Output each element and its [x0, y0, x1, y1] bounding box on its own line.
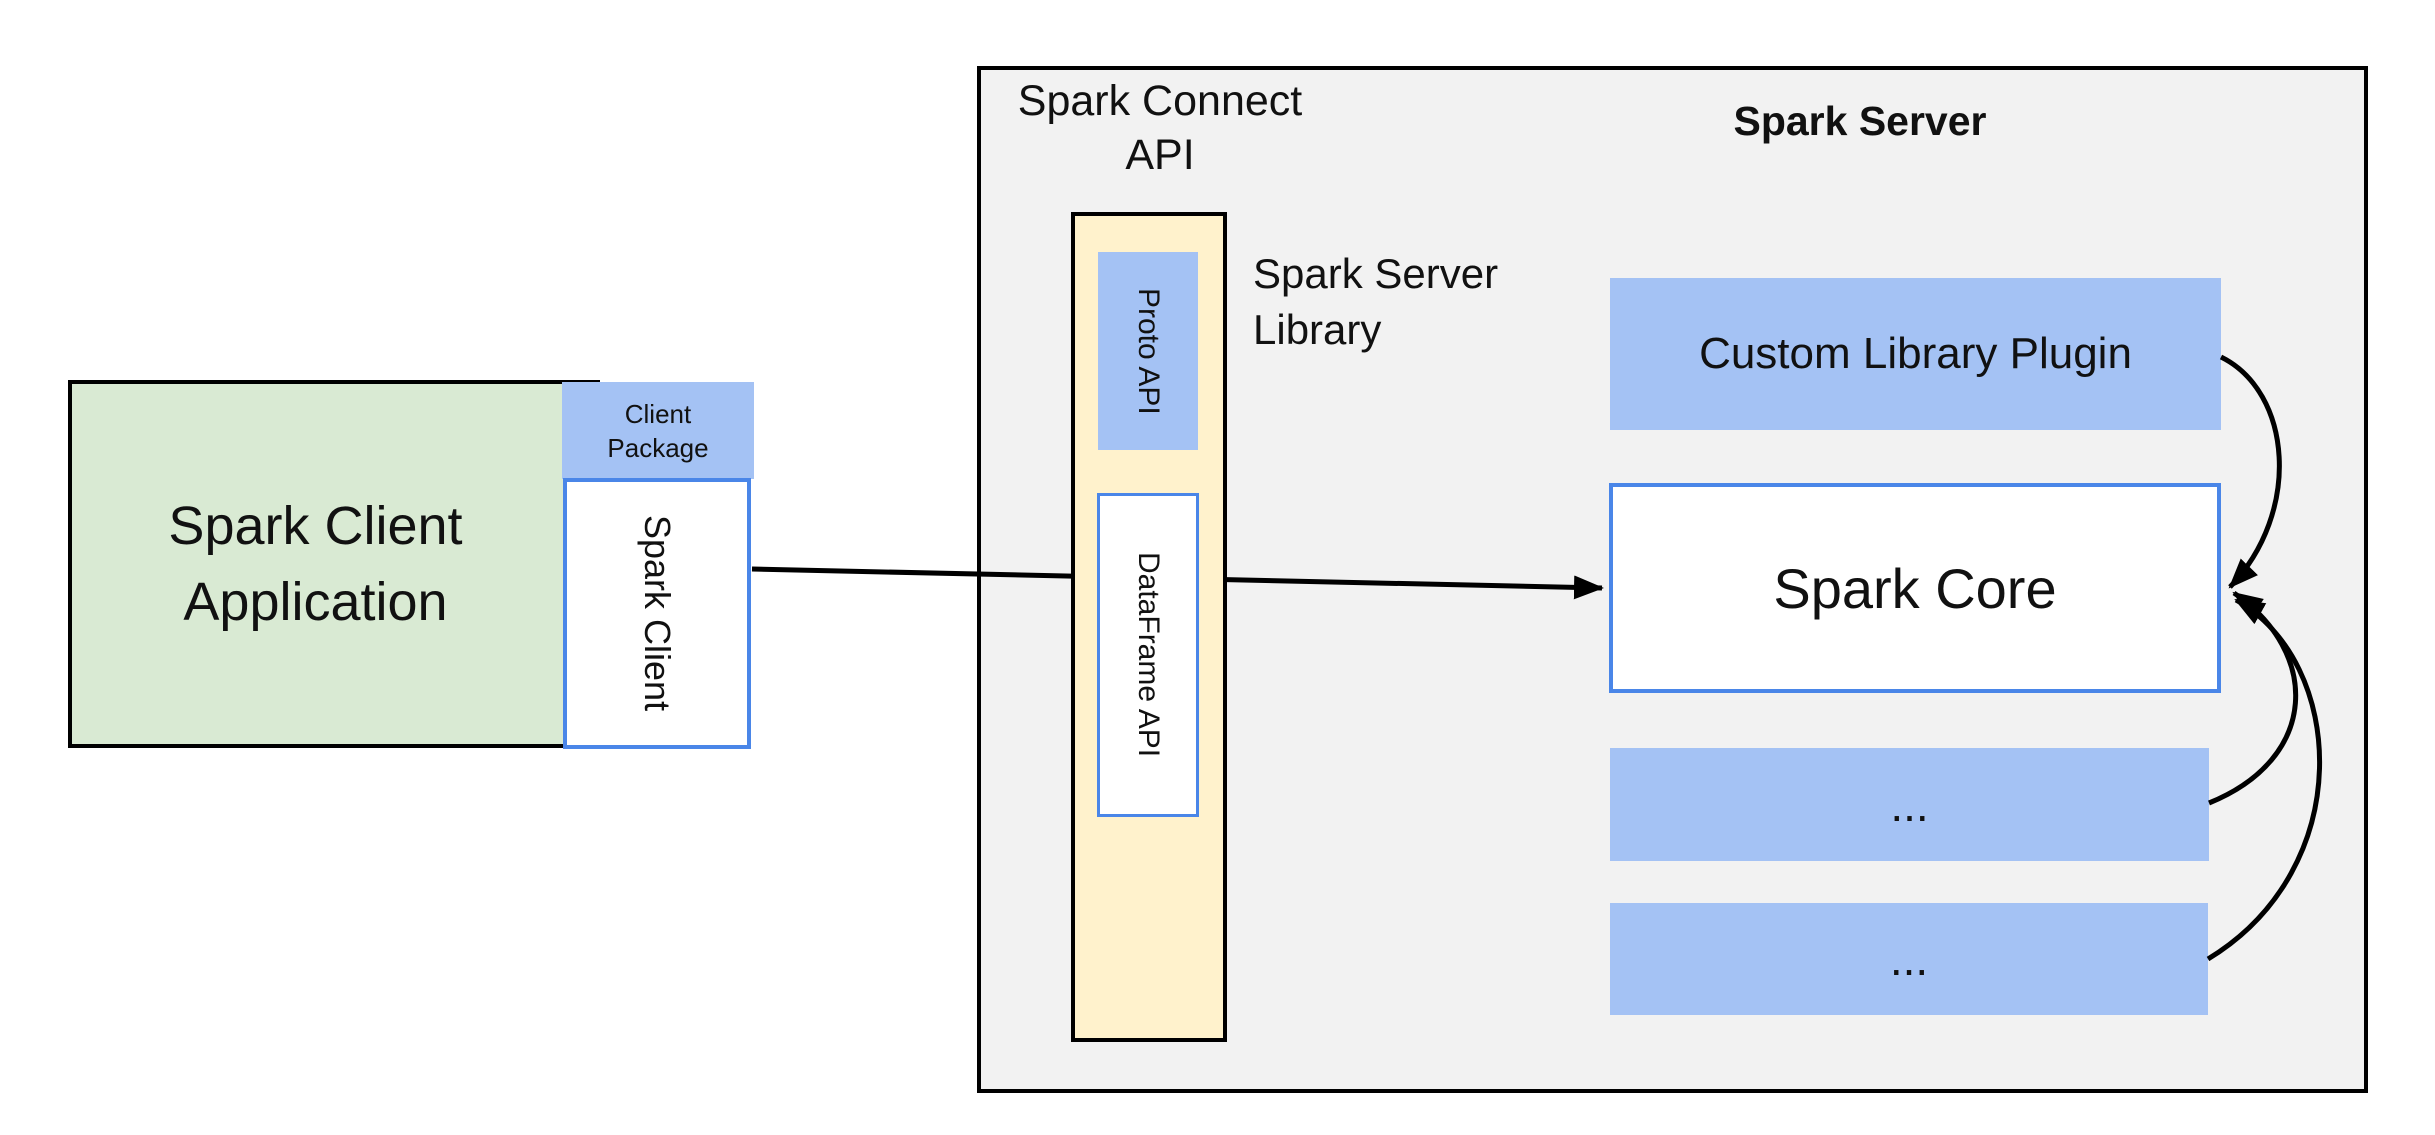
- spark-client-label: Spark Client: [637, 515, 678, 712]
- proto-api-box: Proto API: [1098, 252, 1198, 450]
- custom-library-plugin-label: Custom Library Plugin: [1699, 329, 2132, 378]
- server-module-dots-1: ...: [1890, 778, 1929, 831]
- dataframe-api-label: DataFrame API: [1132, 552, 1165, 758]
- spark-client-box: Spark Client: [563, 478, 751, 749]
- spark-client-application-line1: Spark Client: [168, 496, 463, 556]
- spark-connect-api-heading-line1: Spark Connect: [1017, 77, 1303, 125]
- server-module-box-1: ...: [1610, 748, 2209, 861]
- server-module-box-2: ...: [1610, 903, 2208, 1015]
- dataframe-api-box: DataFrame API: [1097, 493, 1199, 817]
- spark-server-library-line2: Library: [1253, 306, 1382, 353]
- spark-connect-api-heading-line2: API: [1125, 131, 1195, 179]
- server-module-dots-2: ...: [1889, 933, 1929, 985]
- client-package-line1: Client: [624, 398, 692, 429]
- client-package-line2: Package: [607, 432, 709, 463]
- spark-connect-api-heading: Spark Connect API: [985, 74, 1335, 182]
- proto-api-label: Proto API: [1132, 287, 1165, 415]
- spark-client-application-label: Spark Client Application: [68, 382, 563, 746]
- spark-core-box: Spark Core: [1609, 483, 2221, 693]
- spark-client-application-box: [68, 380, 600, 748]
- spark-core-label: Spark Core: [1773, 556, 2057, 620]
- client-package-box: Client Package: [562, 382, 754, 479]
- spark-server-heading: Spark Server: [1733, 98, 1987, 144]
- spark-client-application-line2: Application: [183, 572, 448, 632]
- spark-server-library-label: Spark Server Library: [1253, 246, 1498, 358]
- spark-server-library-line1: Spark Server: [1253, 250, 1499, 297]
- custom-library-plugin-box: Custom Library Plugin: [1610, 278, 2221, 430]
